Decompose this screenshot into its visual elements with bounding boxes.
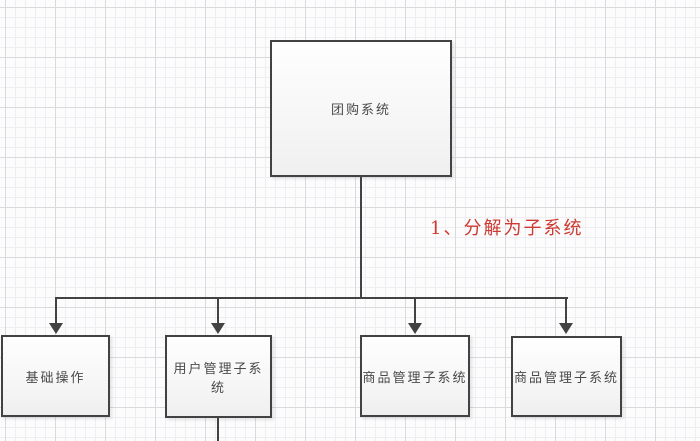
- connector-drop-3[interactable]: [414, 297, 416, 325]
- node-child-2[interactable]: 用户管理子系统: [165, 335, 272, 418]
- arrowhead-down-2: [211, 323, 225, 334]
- node-root-label: 团购系统: [330, 103, 391, 118]
- connector-root-trunk[interactable]: [360, 177, 362, 298]
- connector-child2-tail[interactable]: [217, 418, 219, 441]
- node-child-4-label: 商品管理子系统: [513, 371, 619, 386]
- arrowhead-down-3: [408, 323, 422, 334]
- node-child-1-label: 基础操作: [25, 370, 86, 386]
- node-child-2-label: 用户管理子系统: [173, 361, 264, 396]
- connector-drop-4[interactable]: [565, 297, 567, 325]
- node-root[interactable]: 团购系统: [270, 40, 452, 177]
- node-child-3-label: 商品管理子系统: [362, 370, 468, 386]
- connector-drop-1[interactable]: [55, 297, 57, 325]
- annotation-text[interactable]: 1、分解为子系统: [430, 218, 584, 239]
- connector-drop-2[interactable]: [217, 297, 219, 325]
- connector-bus[interactable]: [55, 297, 568, 299]
- arrowhead-down-4: [559, 323, 573, 334]
- node-child-4[interactable]: 商品管理子系统: [511, 336, 622, 417]
- node-child-3[interactable]: 商品管理子系统: [360, 335, 470, 417]
- arrowhead-down-1: [49, 323, 63, 334]
- node-child-1[interactable]: 基础操作: [1, 335, 110, 417]
